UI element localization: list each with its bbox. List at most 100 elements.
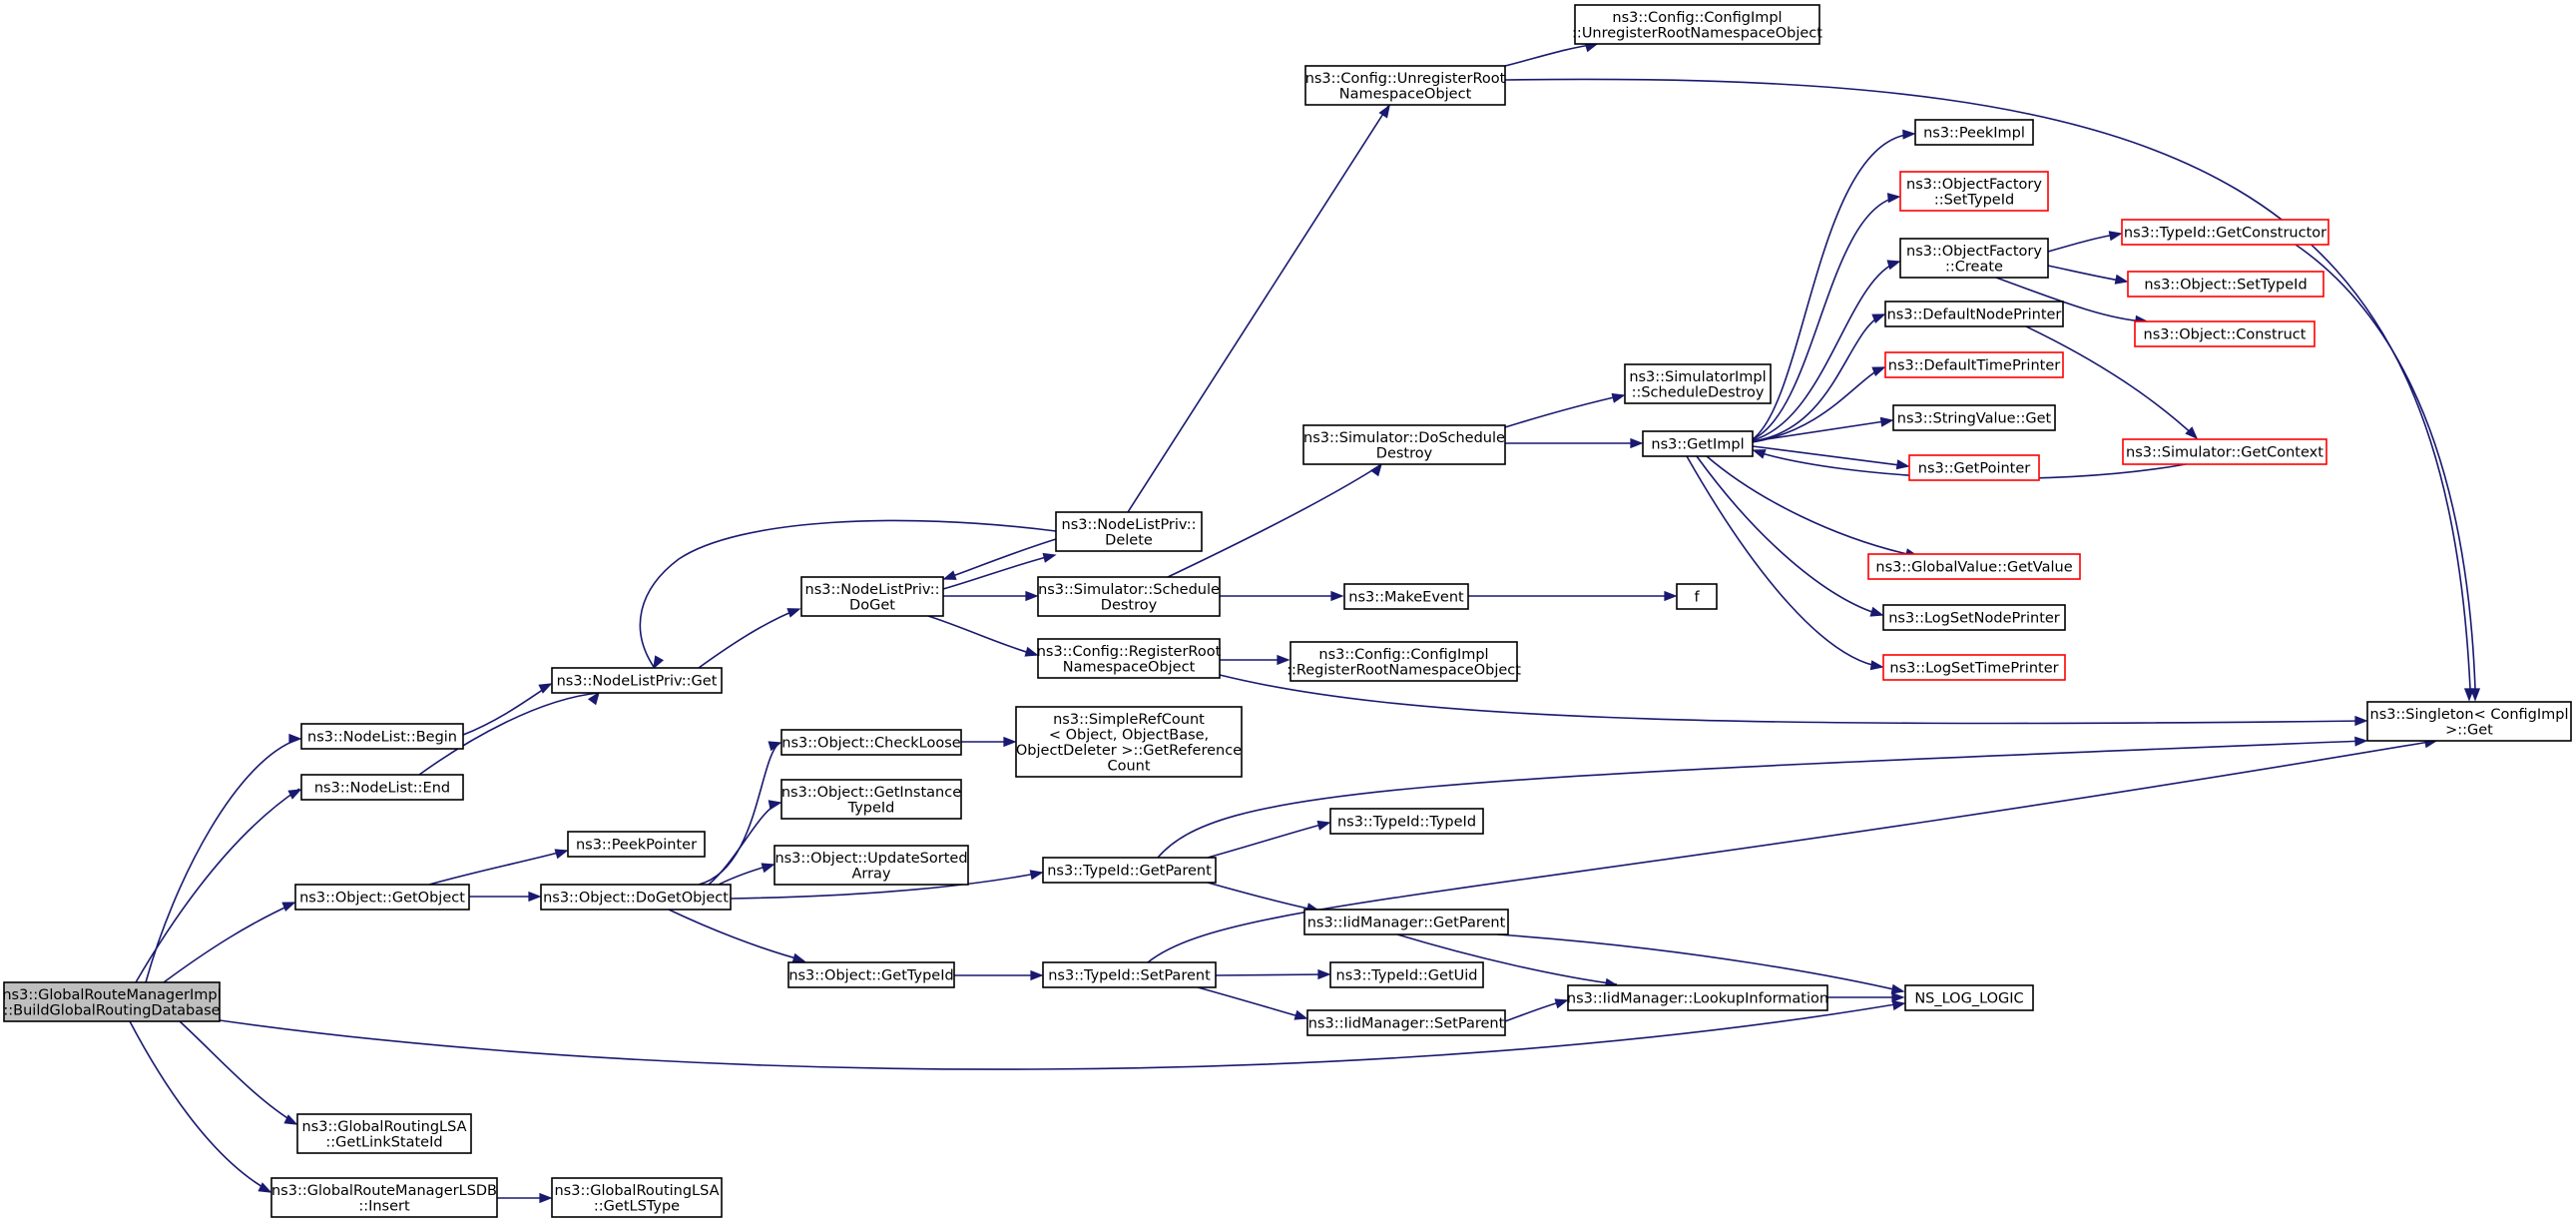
- node-label-line: ns3::Object::DoGetObject: [543, 891, 729, 907]
- node-box: [1042, 961, 1217, 988]
- node-box: [1882, 654, 2066, 681]
- node-dogetobject[interactable]: ns3::Object::DoGetObject: [540, 884, 732, 911]
- node-typeidgetparent[interactable]: ns3::TypeId::GetParent: [1042, 857, 1217, 884]
- node-simplerefcount[interactable]: ns3::SimpleRefCount< Object, ObjectBase,…: [1015, 706, 1243, 778]
- edge-arrowhead: [2114, 274, 2129, 285]
- node-checkloose[interactable]: ns3::Object::CheckLoose: [780, 729, 962, 756]
- node-box: [567, 831, 706, 858]
- node-makeevent[interactable]: ns3::MakeEvent: [1343, 583, 1469, 610]
- node-label-line: ns3::DefaultTimePrinter: [1888, 358, 2060, 374]
- node-lsdbinsert[interactable]: ns3::GlobalRouteManagerLSDB::Insert: [270, 1177, 498, 1218]
- node-unregisterroot[interactable]: ns3::Config::UnregisterRootNamespaceObje…: [1304, 65, 1506, 106]
- node-label-line: ns3::Object::GetInstance: [781, 785, 961, 801]
- node-getobject[interactable]: ns3::Object::GetObject: [294, 884, 470, 911]
- edge-nlpdoget-to-registerroot: [927, 615, 1039, 657]
- node-nlpget[interactable]: ns3::NodeListPriv::Get: [551, 667, 723, 694]
- node-ofsettypeid[interactable]: ns3::ObjectFactory::SetTypeId: [1899, 171, 2049, 212]
- node-typeidsetparent[interactable]: ns3::TypeId::SetParent: [1042, 961, 1217, 988]
- node-typeidgetuid[interactable]: ns3::TypeId::GetUid: [1329, 961, 1484, 988]
- node-simschedule[interactable]: ns3::Simulator::ScheduleDestroy: [1037, 576, 1221, 617]
- node-label-line: ::UnregisterRootNamespaceObject: [1572, 25, 1822, 41]
- node-end[interactable]: ns3::NodeList::End: [300, 774, 464, 801]
- node-box: [1914, 119, 2034, 146]
- node-nlpdelete[interactable]: ns3::NodeListPriv::Delete: [1055, 511, 1203, 552]
- node-ofcreate[interactable]: ns3::ObjectFactory::Create: [1899, 238, 2049, 279]
- edge-arrowhead: [768, 741, 782, 752]
- node-root[interactable]: ns3::GlobalRouteManagerImpl::BuildGlobal…: [2, 981, 222, 1022]
- node-iidsetparent[interactable]: ns3::IidManager::SetParent: [1306, 1009, 1506, 1036]
- node-objconstruct[interactable]: ns3::Object::Construct: [2134, 320, 2316, 347]
- node-label-line: ns3::LogSetTimePrinter: [1889, 661, 2058, 677]
- edge-line: [1207, 822, 1329, 859]
- edge-getimpl-to-logsettime: [1686, 455, 1884, 671]
- node-label-line: ::BuildGlobalRoutingDatabase: [3, 1002, 220, 1018]
- node-objsettypeid[interactable]: ns3::Object::SetTypeId: [2127, 271, 2324, 298]
- edge-arrowhead: [1891, 1000, 1906, 1011]
- node-simgetcontext[interactable]: ns3::Simulator::GetContext: [2122, 438, 2327, 465]
- edge-line: [639, 519, 1057, 668]
- node-begin[interactable]: ns3::NodeList::Begin: [300, 723, 464, 750]
- node-gettypeid[interactable]: ns3::Object::GetTypeId: [787, 961, 955, 988]
- edge-makeevent-to-ffunc: [1468, 590, 1678, 602]
- node-peekimpl[interactable]: ns3::PeekImpl: [1914, 119, 2034, 146]
- edge-arrowhead: [1330, 590, 1344, 602]
- edge-arrowhead: [2108, 231, 2123, 242]
- node-deftimeprinter[interactable]: ns3::DefaultTimePrinter: [1884, 351, 2064, 378]
- edge-getobject-to-peekpointer: [428, 849, 569, 886]
- edge-arrowhead: [1871, 366, 1886, 377]
- node-logsettime[interactable]: ns3::LogSetTimePrinter: [1882, 654, 2066, 681]
- node-registerroot[interactable]: ns3::Config::RegisterRootNamespaceObject: [1037, 638, 1222, 679]
- node-gvgetvalue[interactable]: ns3::GlobalValue::GetValue: [1867, 553, 2081, 580]
- node-peekpointer[interactable]: ns3::PeekPointer: [567, 831, 706, 858]
- node-lookupinfo[interactable]: ns3::IidManager::LookupInformation: [1567, 984, 1828, 1011]
- node-getlinkstate[interactable]: ns3::GlobalRoutingLSA::GetLinkStateId: [296, 1113, 472, 1154]
- node-logsetnode[interactable]: ns3::LogSetNodePrinter: [1882, 604, 2066, 631]
- node-box: [1329, 808, 1484, 835]
- node-getimpl[interactable]: ns3::GetImpl: [1642, 430, 1754, 457]
- edge-registerroot-to-singletonget: [1219, 674, 2368, 727]
- edge-line: [1197, 986, 1306, 1019]
- node-defnodeprinter[interactable]: ns3::DefaultNodePrinter: [1884, 301, 2064, 327]
- node-cfgimplregister[interactable]: ns3::Config::ConfigImpl::RegisterRootNam…: [1287, 641, 1521, 682]
- edge-getobject-to-dogetobject: [469, 891, 542, 903]
- edge-arrowhead: [1869, 660, 1884, 671]
- edge-arrowhead: [1316, 820, 1331, 831]
- node-box: [1676, 583, 1718, 610]
- node-cfgimplunregister[interactable]: ns3::Config::ConfigImpl::UnregisterRootN…: [1572, 4, 1822, 45]
- edge-unregisterroot-to-cfgimplunregister: [1504, 42, 1599, 67]
- node-label-line: ::GetLinkStateId: [325, 1134, 442, 1150]
- edge-root-to-getlinkstate: [179, 1020, 298, 1125]
- node-getpointer[interactable]: ns3::GetPointer: [1908, 454, 2040, 481]
- edge-simschedule-to-makeevent: [1220, 590, 1344, 602]
- node-box: [300, 774, 464, 801]
- node-iidgetparent[interactable]: ns3::IidManager::GetParent: [1303, 909, 1509, 935]
- node-label-line: Array: [851, 866, 890, 882]
- node-singletonget[interactable]: ns3::Singleton< ConfigImpl>::Get: [2366, 701, 2572, 742]
- node-box: [270, 1177, 498, 1218]
- node-typeidtypeid[interactable]: ns3::TypeId::TypeId: [1329, 808, 1484, 835]
- edge-arrowhead: [1277, 654, 1290, 666]
- node-box: [1884, 301, 2064, 327]
- node-nlpdoget[interactable]: ns3::NodeListPriv::DoGet: [800, 576, 944, 617]
- edge-dogetobject-to-checkloose: [698, 741, 782, 886]
- node-getlstype[interactable]: ns3::GlobalRoutingLSA::GetLSType: [551, 1177, 723, 1218]
- node-label-line: ns3::PeekImpl: [1923, 126, 2025, 142]
- node-label-line: Count: [1107, 758, 1150, 774]
- edge-line: [1127, 105, 1389, 513]
- edge-nlpdelete-to-unregisterroot: [1127, 104, 1390, 513]
- node-getconstructor[interactable]: ns3::TypeId::GetConstructor: [2121, 219, 2329, 246]
- node-label-line: ns3::PeekPointer: [576, 838, 697, 854]
- node-simimplschedule[interactable]: ns3::SimulatorImpl::ScheduleDestroy: [1624, 363, 1772, 404]
- node-nslog[interactable]: NS_LOG_LOGIC: [1904, 984, 2034, 1011]
- node-label-line: ns3::Object::SetTypeId: [2144, 278, 2307, 294]
- edge-getimpl-to-gvgetvalue: [1706, 455, 1919, 559]
- node-ffunc[interactable]: f: [1676, 583, 1718, 610]
- edge-nlpdelete-to-nlpdoget: [942, 538, 1057, 580]
- edge-getimpl-to-defnodeprinter: [1752, 313, 1886, 442]
- edge-arrowhead: [1886, 193, 1901, 204]
- edge-line: [462, 684, 551, 736]
- node-stringvalueget[interactable]: ns3::StringValue::Get: [1892, 404, 2056, 431]
